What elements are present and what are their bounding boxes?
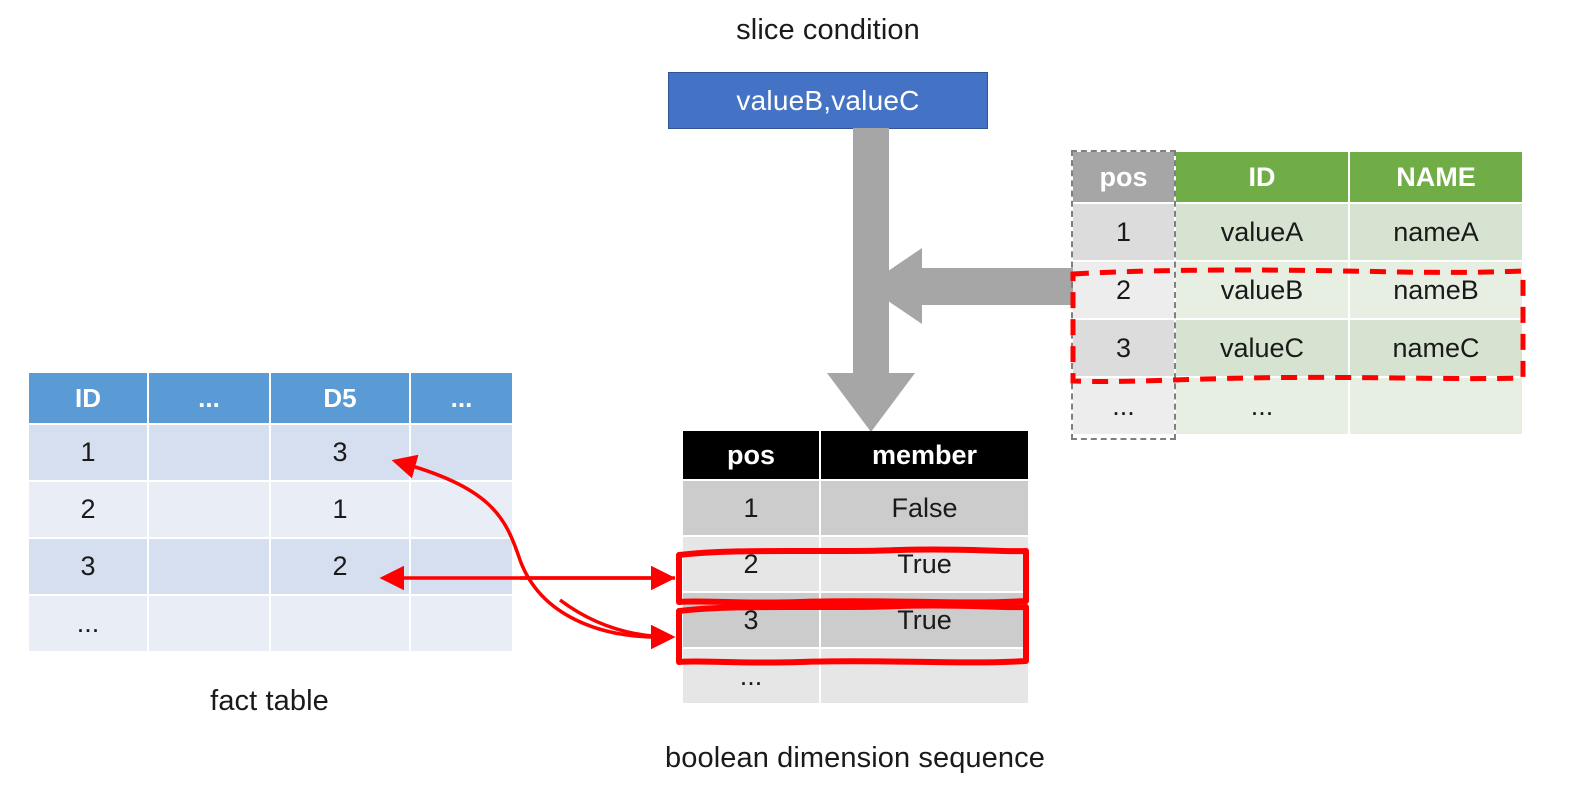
bool-cell-pos: 2 (683, 537, 819, 591)
dim-cell-id: ... (1176, 378, 1348, 434)
fact-cell-ell1 (149, 596, 269, 651)
dim-cell-name: nameB (1350, 262, 1522, 318)
bool-cell-member: True (821, 593, 1028, 647)
dim-cell-pos: 3 (1073, 320, 1174, 376)
dim-cell-name (1350, 378, 1522, 434)
dim-cell-name: nameA (1350, 204, 1522, 260)
fact-col-id: ID (29, 373, 147, 423)
dim-cell-pos: ... (1073, 378, 1174, 434)
dim-cell-pos: 2 (1073, 262, 1174, 318)
bool-cell-member: True (821, 537, 1028, 591)
fact-cell-id: 1 (29, 425, 147, 480)
bool-cell-member (821, 649, 1028, 703)
dim-cell-id: valueC (1176, 320, 1348, 376)
fact-cell-d5: 1 (271, 482, 409, 537)
bool-col-pos: pos (683, 431, 819, 479)
fact-table-caption: fact table (210, 685, 329, 717)
table-row[interactable]: 1 False (683, 481, 1028, 535)
table-row[interactable]: 3 2 (29, 539, 512, 594)
table-row[interactable]: ... (29, 596, 512, 651)
fact-col-ellipsis-2: ... (411, 373, 512, 423)
dim-cell-id: valueA (1176, 204, 1348, 260)
table-row[interactable]: 1 valueA nameA (1073, 204, 1522, 260)
slice-condition-label: slice condition (736, 14, 920, 46)
fact-cell-d5: 3 (271, 425, 409, 480)
table-row-highlighted[interactable]: 2 valueB nameB (1073, 262, 1522, 318)
dim-col-name: NAME (1350, 152, 1522, 202)
table-row[interactable]: 1 3 (29, 425, 512, 480)
bool-col-member: member (821, 431, 1028, 479)
slice-condition-box[interactable]: valueB,valueC (668, 72, 988, 129)
fact-cell-id: 2 (29, 482, 147, 537)
fact-cell-ell2 (411, 539, 512, 594)
bool-cell-pos: 1 (683, 481, 819, 535)
table-row[interactable]: 2 1 (29, 482, 512, 537)
fact-cell-id: 3 (29, 539, 147, 594)
boolean-table-caption: boolean dimension sequence (665, 742, 1045, 774)
dim-cell-pos: 1 (1073, 204, 1174, 260)
fact-cell-ell1 (149, 539, 269, 594)
table-row[interactable]: ... (683, 649, 1028, 703)
flow-arrow-left-icon (865, 248, 1075, 325)
fact-col-d5: D5 (271, 373, 409, 423)
fact-cell-ell2 (411, 425, 512, 480)
dim-cell-name: nameC (1350, 320, 1522, 376)
fact-col-ellipsis-1: ... (149, 373, 269, 423)
fact-cell-ell2 (411, 596, 512, 651)
slice-condition-value: valueB,valueC (736, 84, 920, 116)
dim-col-pos: pos (1073, 152, 1174, 202)
dim-table-header-row: pos ID NAME (1073, 152, 1522, 202)
dim-col-id: ID (1176, 152, 1348, 202)
fact-cell-ell1 (149, 425, 269, 480)
fact-table-header-row: ID ... D5 ... (29, 373, 512, 423)
fact-table: ID ... D5 ... 1 3 2 1 (27, 371, 514, 653)
fact-cell-ell1 (149, 482, 269, 537)
fact-cell-d5 (271, 596, 409, 651)
bool-cell-member: False (821, 481, 1028, 535)
fact-cell-id: ... (29, 596, 147, 651)
bool-table-header-row: pos member (683, 431, 1028, 479)
fact-cell-ell2 (411, 482, 512, 537)
mapping-arrow-row3-head (558, 598, 676, 650)
dim-cell-id: valueB (1176, 262, 1348, 318)
table-row-highlighted[interactable]: 3 True (683, 593, 1028, 647)
boolean-dimension-sequence-table: pos member 1 False 2 True 3 True . (681, 429, 1030, 705)
table-row-highlighted[interactable]: 2 True (683, 537, 1028, 591)
table-row[interactable]: ... ... (1073, 378, 1522, 434)
bool-cell-pos: 3 (683, 593, 819, 647)
table-row-highlighted[interactable]: 3 valueC nameC (1073, 320, 1522, 376)
dimension-table: pos ID NAME 1 valueA nameA 2 valueB name… (1071, 150, 1524, 436)
fact-cell-d5: 2 (271, 539, 409, 594)
flow-arrow-down-icon (826, 128, 916, 433)
bool-cell-pos: ... (683, 649, 819, 703)
